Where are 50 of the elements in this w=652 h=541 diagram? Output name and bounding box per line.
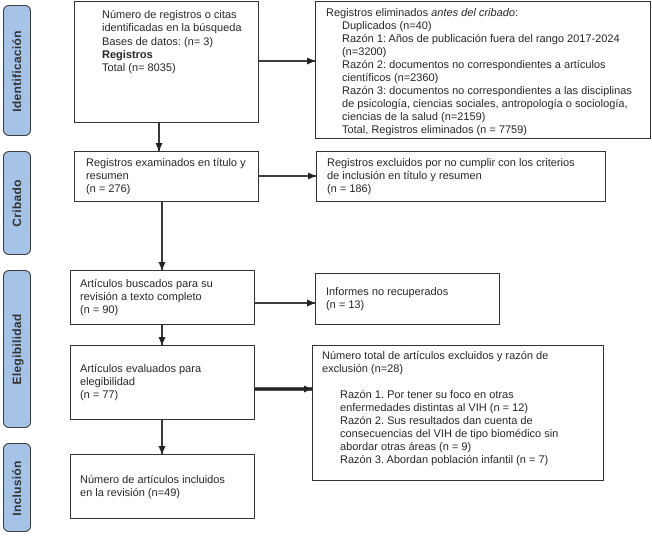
process-box — [74, 1, 259, 123]
phase-band — [3, 151, 31, 255]
phase-band — [3, 270, 31, 428]
box-text: Número de registros o citas identificadas en la búsqueda — [102, 9, 242, 36]
arrow — [158, 325, 166, 345]
box-text: (n = 77) — [80, 389, 120, 402]
box-text: Informes no recuperados — [326, 286, 450, 299]
box-text: Registros eliminados antes del cribado: — [326, 7, 519, 20]
box-text: Razón 2: documentos no correspondientes a artículos científicos (n=2360) — [342, 59, 607, 85]
process-box — [74, 151, 259, 202]
box-text: Duplicados (n=40) — [342, 20, 433, 33]
box-text: Razón 1. Por tener su foco en otras enfermedades distintas al VIH (n = 12) — [340, 389, 530, 415]
process-box — [315, 273, 500, 325]
arrow — [156, 123, 162, 151]
process-box — [70, 345, 255, 420]
arrow — [158, 420, 166, 454]
arrow — [259, 58, 315, 64]
process-box — [70, 454, 255, 519]
arrow — [255, 300, 315, 306]
box-text: Razón 2. Sus resultados dan cuenta de consecuencias del VIH de tipo biomédico sin abordar otras áreas (n = 9) — [340, 415, 560, 454]
box-text: Número total de artículos excluidos y razón de exclusión (n=28) — [322, 350, 550, 376]
box-text: (n = 13) — [326, 299, 366, 312]
box-text: (n = 90) — [80, 304, 120, 317]
phase-band — [3, 5, 31, 136]
box-text: Registros examinados en título y resumen — [86, 157, 247, 183]
box-text: Bases de datos: (n= 3) — [102, 36, 214, 49]
process-box — [312, 345, 604, 481]
arrow — [255, 386, 312, 392]
box-text: Registros excluidos por no cumplir con los criterios de inclusión en título y resumen — [327, 157, 576, 183]
section-heading: Registros — [102, 48, 154, 62]
box-text: Artículos evaluados para elegibilidad — [80, 363, 202, 389]
box-text: Número de artículos incluidos en la revisión (n=49) — [80, 474, 226, 500]
process-box — [315, 1, 651, 139]
phase-band — [3, 443, 31, 532]
box-text: Razón 1: Años de publicación fuera del rango 2017-2024 (n=3200) — [342, 33, 621, 59]
phase-label: Inclusión — [10, 460, 24, 516]
arrow — [158, 202, 166, 270]
box-text: Razón 3. Abordan población infantil (n = 7) — [340, 454, 550, 467]
phase-label: Identificación — [10, 30, 24, 112]
phase-label: Cribado — [10, 179, 24, 227]
process-box — [316, 151, 606, 202]
box-text: Razón 3: documentos no correspondientes a las disciplinas de psicología, ciencias sociales, antropología o sociología, ciencias de la salud (n=2159) — [342, 85, 633, 124]
box-text: (n = 276) — [86, 183, 132, 196]
phase-label: Elegibilidad — [10, 314, 24, 384]
process-box — [70, 270, 255, 325]
box-text: Artículos buscados para su revisión a texto completo — [80, 278, 214, 304]
box-text: (n = 186) — [327, 183, 372, 196]
arrow — [259, 172, 316, 180]
box-text: Total, Registros eliminados (n = 7759) — [342, 124, 528, 137]
box-text: Total (n= 8035) — [102, 62, 177, 76]
